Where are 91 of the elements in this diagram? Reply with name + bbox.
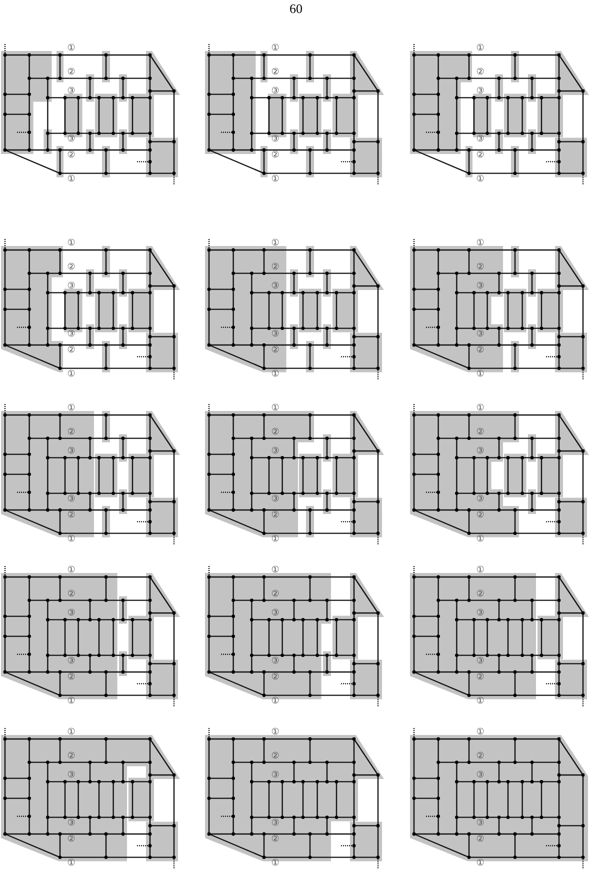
circled-number: ③ [476,448,484,456]
circled-number: ③ [271,282,280,292]
circled-number: ③ [67,282,76,292]
circled-number: ② [67,673,76,682]
circled-number: ② [476,68,484,78]
circled-number: ② [67,346,76,355]
circled-number: ③ [67,496,76,504]
circled-number: ③ [271,330,280,340]
circled-number: ① [271,175,280,184]
circled-number: ③ [271,658,280,666]
circled-number: ① [476,240,484,249]
circled-number: ① [271,859,280,868]
circled-number: ② [271,590,280,600]
circled-number: ② [271,752,280,762]
circled-number: ③ [271,772,280,780]
circled-number: ③ [67,772,76,780]
circled-number: ② [67,590,76,600]
circled-number: ① [476,697,484,706]
circled-number: ③ [476,136,484,144]
circled-number: ③ [67,330,76,340]
circled-number: ① [67,566,76,576]
circled-number: ① [271,240,280,249]
circled-number: ③ [67,136,76,144]
circled-number: ② [476,673,484,682]
circled-number: ② [271,263,280,272]
circled-number: ② [476,428,484,438]
circled-number: ③ [476,88,484,96]
circled-number: ① [476,859,484,868]
circled-number: ③ [271,610,280,618]
circled-number: ② [271,835,280,844]
circled-number: ③ [67,610,76,618]
circled-number: ③ [476,658,484,666]
circled-number: ③ [271,496,280,504]
circled-number: ③ [476,282,484,292]
circled-number: ② [476,511,484,520]
circled-number: ③ [67,88,76,96]
circled-number: ① [67,404,76,414]
circled-number: ① [67,44,76,54]
circled-number: ② [476,835,484,844]
circled-number: ① [271,535,280,544]
circled-number: ② [271,68,280,78]
circled-number: ③ [271,448,280,456]
circled-number: ② [67,835,76,844]
circled-number: ③ [67,820,76,828]
circled-number: ② [271,511,280,520]
circled-number: ② [476,346,484,355]
circled-number: ③ [476,330,484,340]
circled-number: ② [476,590,484,600]
circled-number: ① [271,404,280,414]
circled-number: ① [67,240,76,249]
circled-number: ① [476,175,484,184]
circled-number: ① [476,44,484,54]
circled-number: ① [476,535,484,544]
circled-number: ② [67,151,76,160]
circled-number: ① [476,566,484,576]
circled-number: ② [271,346,280,355]
circled-number: ③ [476,772,484,780]
circled-number: ② [271,673,280,682]
circled-number: ② [67,428,76,438]
circled-number: ① [271,697,280,706]
circled-number: ① [476,728,484,738]
circled-number: ③ [67,658,76,666]
circled-number: ② [476,151,484,160]
circled-number: ① [67,370,76,379]
circled-number: ① [271,370,280,379]
circled-number: ① [67,175,76,184]
circled-number: ① [67,535,76,544]
circled-number: ② [67,511,76,520]
circled-number: ① [476,370,484,379]
circled-number: ③ [271,820,280,828]
circled-number: ① [67,697,76,706]
circled-number: ③ [271,88,280,96]
circled-number: ① [271,566,280,576]
circled-number: ② [67,752,76,762]
page-number: 60 [290,2,302,15]
circled-number: ③ [476,610,484,618]
circled-number: ② [271,151,280,160]
circled-number: ① [476,404,484,414]
circled-number: ② [271,428,280,438]
circled-number: ② [476,752,484,762]
circled-number: ① [67,859,76,868]
circled-number: ① [271,44,280,54]
circled-number: ① [67,728,76,738]
circled-number: ③ [67,448,76,456]
circled-number: ② [476,263,484,272]
circled-number: ① [271,728,280,738]
circled-number: ③ [271,136,280,144]
circled-number: ② [67,68,76,78]
circled-number: ③ [476,820,484,828]
circled-number: ③ [476,496,484,504]
circled-number: ② [67,263,76,272]
